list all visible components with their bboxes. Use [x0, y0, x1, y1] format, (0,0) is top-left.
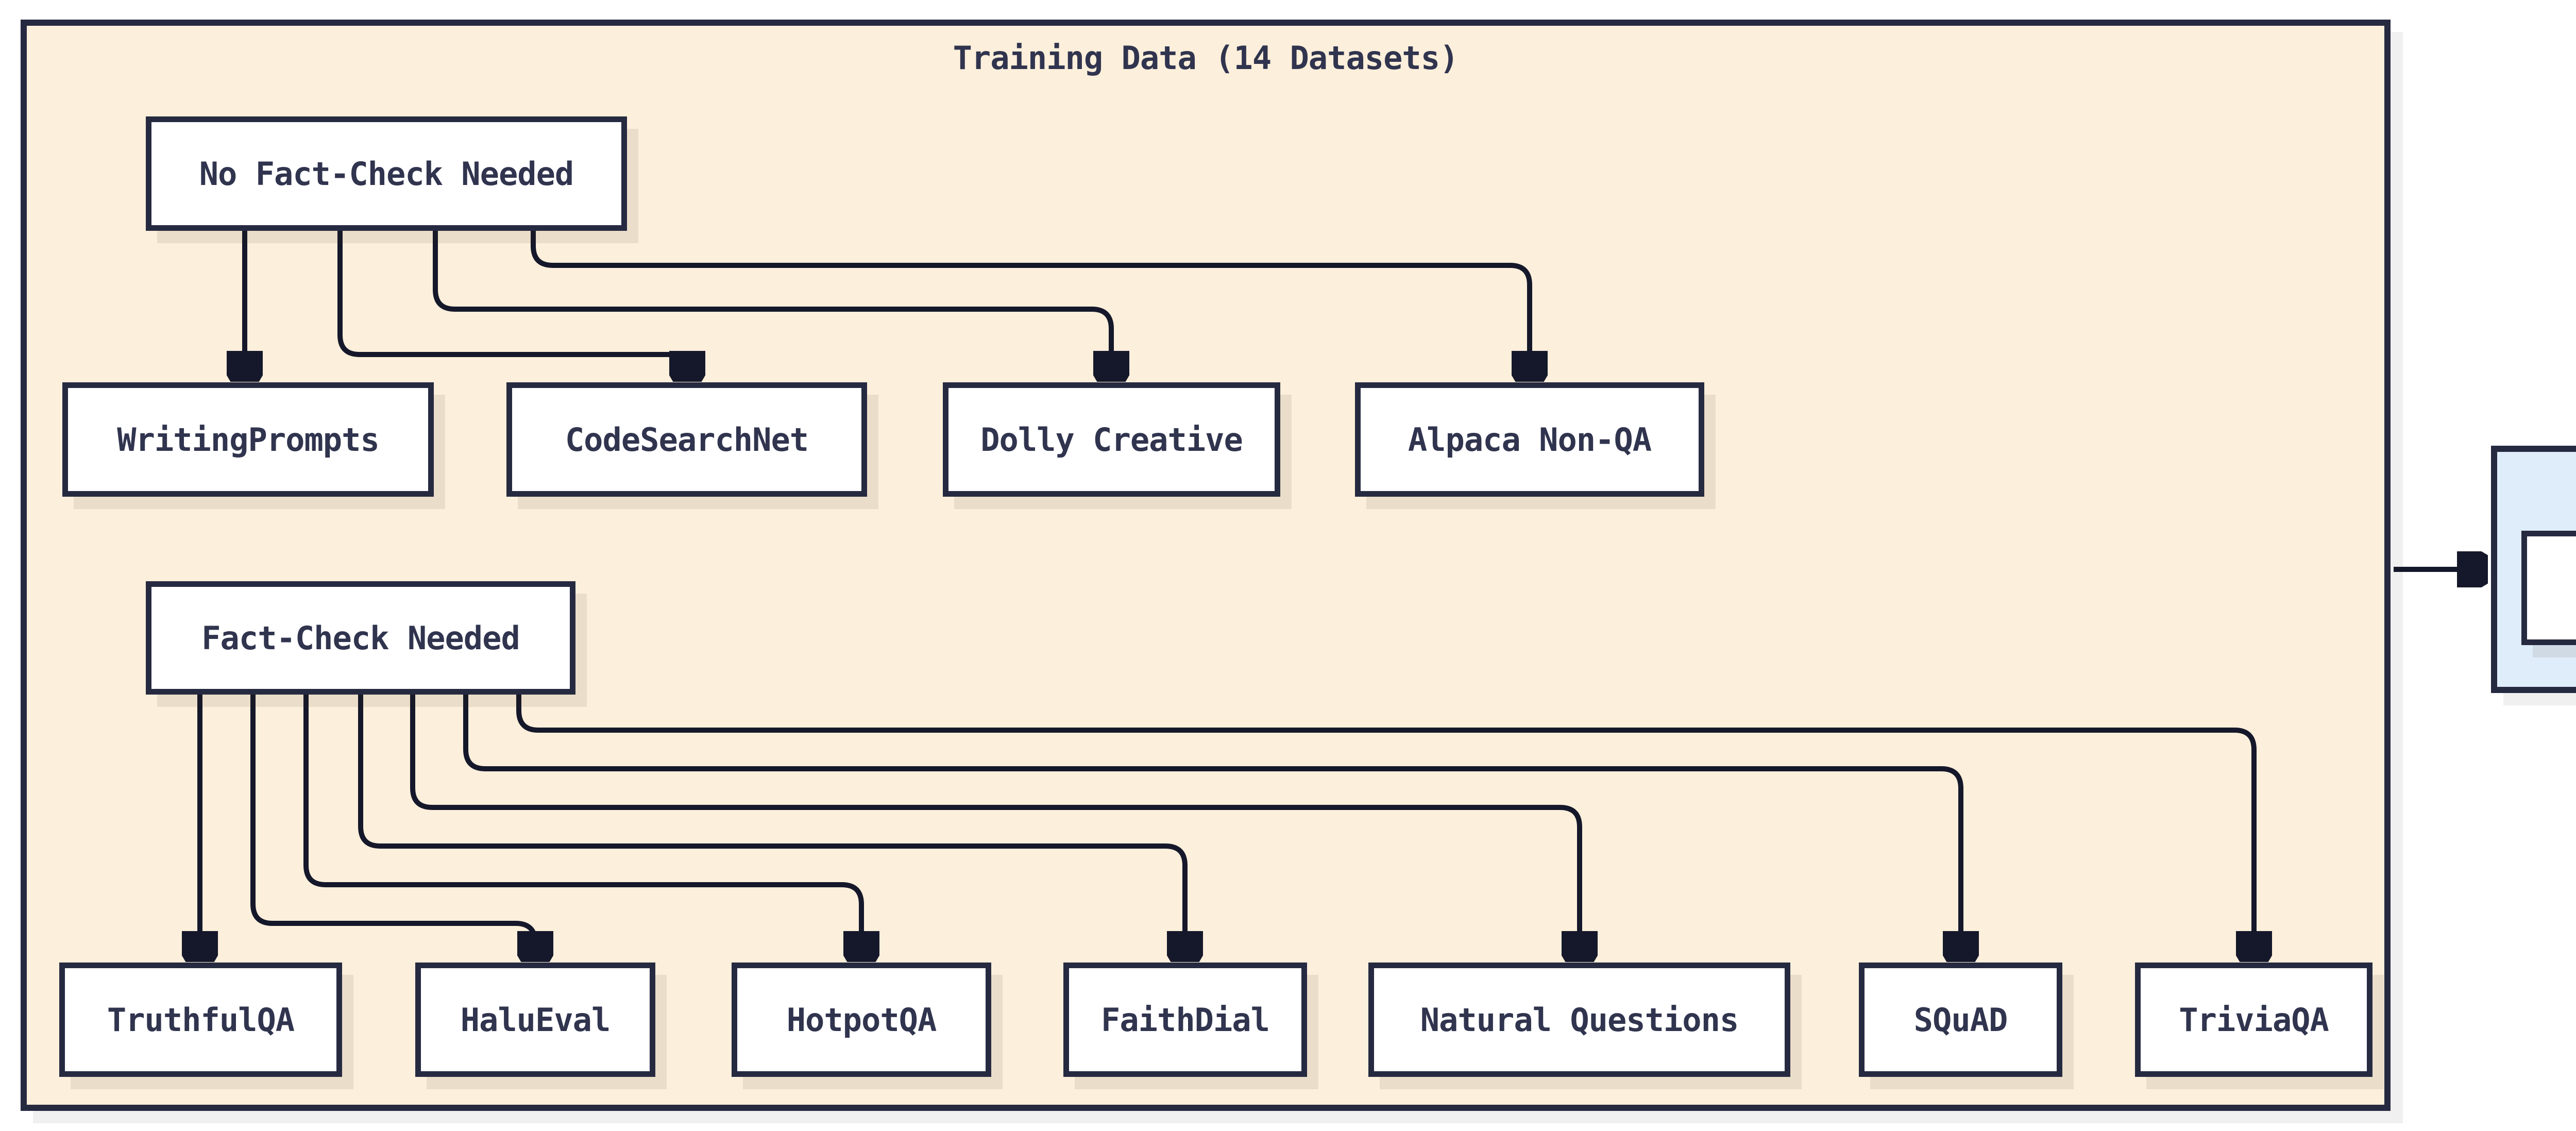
- node-hotpotqa-label: HotpotQA: [786, 1001, 937, 1039]
- node-modernbert-base: ModernBERT Base: [2521, 531, 2576, 645]
- edge-nofactcheck-dollycreative: [433, 231, 1111, 379]
- node-triviaqa: TriviaQA: [2135, 963, 2372, 1077]
- cluster-training-title: Training Data (14 Datasets): [953, 39, 1459, 77]
- node-truthfulqa-label: TruthfulQA: [107, 1001, 295, 1039]
- node-squad-label: SQuAD: [1913, 1001, 2008, 1039]
- node-faithdial: FaithDial: [1063, 963, 1307, 1077]
- cluster-halugate-sentinel: HaluGate Sentinel: [2491, 446, 2576, 693]
- node-natural-questions: Natural Questions: [1368, 963, 1790, 1077]
- node-dolly-creative: Dolly Creative: [943, 382, 1280, 497]
- edge-factcheck-hotpotqa: [303, 695, 861, 959]
- node-codesearchnet: CodeSearchNet: [506, 382, 867, 497]
- node-codesearchnet-label: CodeSearchNet: [565, 420, 809, 459]
- node-natural-questions-label: Natural Questions: [1420, 1001, 1739, 1039]
- node-halueval-label: HaluEval: [460, 1001, 611, 1039]
- node-fact-check-needed-label: Fact-Check Needed: [201, 619, 520, 657]
- node-alpaca-non-qa-label: Alpaca Non-QA: [1408, 420, 1652, 459]
- node-fact-check-needed: Fact-Check Needed: [146, 581, 575, 695]
- node-squad: SQuAD: [1859, 963, 2062, 1077]
- edge-nofactcheck-codesearchnet: [337, 231, 687, 379]
- edge-factcheck-triviaqa: [516, 695, 2254, 959]
- node-writingprompts: WritingPrompts: [62, 382, 434, 497]
- edge-factcheck-naturalquestions: [410, 695, 1580, 959]
- node-truthfulqa: TruthfulQA: [59, 963, 342, 1077]
- node-halueval: HaluEval: [415, 963, 655, 1077]
- edge-factcheck-halueval: [250, 695, 535, 959]
- edge-nofactcheck-alpacanonqa: [531, 231, 1530, 379]
- node-no-fact-check-needed-label: No Fact-Check Needed: [199, 155, 574, 193]
- node-no-fact-check-needed: No Fact-Check Needed: [146, 116, 627, 231]
- node-dolly-creative-label: Dolly Creative: [980, 420, 1243, 459]
- edge-factcheck-squad: [463, 695, 1961, 959]
- node-alpaca-non-qa: Alpaca Non-QA: [1355, 382, 1704, 497]
- node-hotpotqa: HotpotQA: [732, 963, 991, 1077]
- node-faithdial-label: FaithDial: [1101, 1001, 1270, 1039]
- edge-factcheck-faithdial: [358, 695, 1185, 959]
- node-writingprompts-label: WritingPrompts: [117, 420, 380, 459]
- node-triviaqa-label: TriviaQA: [2179, 1001, 2329, 1039]
